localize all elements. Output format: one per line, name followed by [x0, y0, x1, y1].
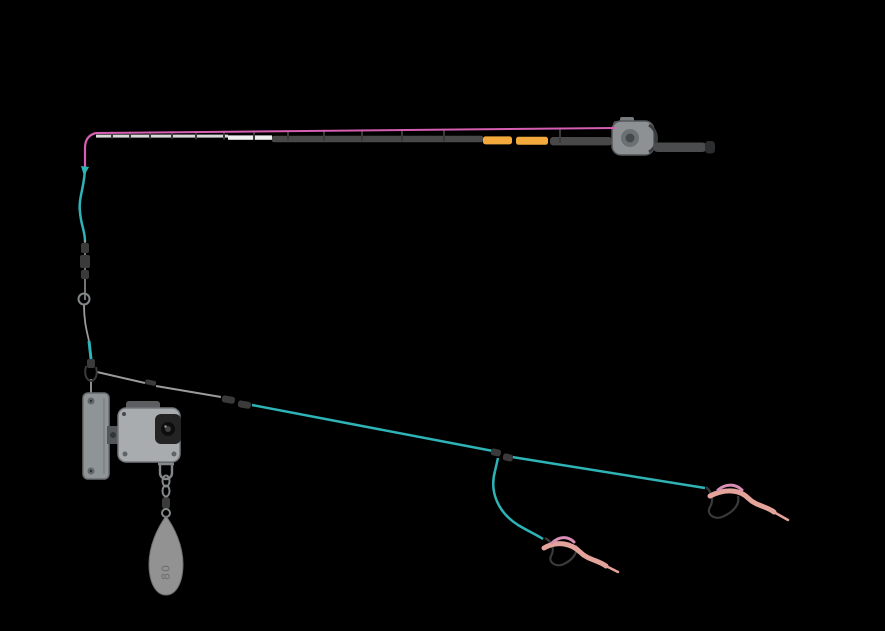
running-line-pink	[83, 127, 616, 167]
rod-foregrip-1	[483, 136, 512, 145]
sinker-label: 80	[160, 564, 173, 580]
leader-crimp	[145, 379, 157, 386]
rod-reel-seat	[550, 137, 612, 146]
teal-segment-above-snap	[87, 340, 93, 360]
worm-main	[707, 488, 790, 522]
swivel-pair-a	[221, 395, 236, 404]
camera-lens-inner	[165, 426, 171, 432]
crimp-sleeve-1	[81, 243, 89, 253]
teal-line-sections	[78, 166, 706, 541]
rod-tip-blank	[96, 134, 228, 138]
three-way-swivel-a	[490, 448, 502, 457]
rod-rear-grip	[653, 142, 707, 152]
crimp-sleeve-3	[81, 270, 89, 279]
teal-leader-to-hook	[511, 455, 706, 490]
teal-leader-main	[251, 403, 494, 453]
worm-dropper	[541, 541, 620, 574]
teal-dropper-curve	[492, 470, 544, 541]
mono-leader-upper-a	[96, 371, 146, 384]
rod-mid-blank	[272, 135, 483, 143]
rod-grip-orange	[483, 136, 548, 145]
sinker: 80	[148, 515, 184, 596]
bracket-screw-top-center	[89, 399, 93, 403]
snap-swivel-barrel	[87, 359, 95, 368]
camera-screw-left	[122, 451, 128, 457]
teal-dropper-stub	[493, 457, 500, 472]
worm-dropper-tail	[602, 563, 620, 574]
hardware-parts	[80, 243, 514, 509]
mono-below-ring	[83, 304, 90, 342]
worm-main-tail	[770, 509, 790, 522]
reel-line-guard	[648, 123, 658, 154]
chain-link-2	[161, 484, 171, 498]
metal-ring-parts	[77, 292, 174, 518]
mono-line-sections	[83, 240, 222, 398]
sinker-weight	[148, 515, 184, 596]
snap-clip	[84, 365, 98, 383]
worm-dropper-body	[541, 541, 609, 569]
camera-record-dot	[122, 412, 126, 416]
swivel-pair-b	[237, 400, 252, 409]
rod-foregrip-2	[516, 136, 548, 145]
running-line-along-rod	[95, 127, 616, 134]
reel	[611, 117, 658, 156]
barrel-swivel-under-camera	[162, 497, 170, 509]
camera-screw-right	[171, 451, 177, 457]
worm-main-body	[707, 488, 777, 515]
shackle	[158, 462, 174, 481]
camera-lens-highlight	[164, 425, 167, 428]
rod-white-section	[228, 135, 272, 140]
teal-drop-line	[78, 166, 87, 243]
bracket-screw-bottom-center	[89, 469, 93, 473]
reel-spool-center	[625, 133, 635, 143]
three-way-swivel-b	[502, 453, 514, 462]
bracket-plate	[82, 392, 110, 480]
worm-main-curl	[716, 483, 744, 492]
worm-dropper-curl	[550, 536, 576, 545]
crimp-sleeve-2	[80, 255, 90, 268]
rod-butt-cap	[705, 141, 715, 154]
line-ring	[77, 292, 91, 306]
mono-leader-upper-b	[155, 385, 222, 398]
camera-bracket	[82, 392, 120, 480]
running-line-tip-drop	[83, 131, 97, 167]
action-camera	[117, 401, 181, 463]
mount-bolt	[110, 432, 116, 438]
